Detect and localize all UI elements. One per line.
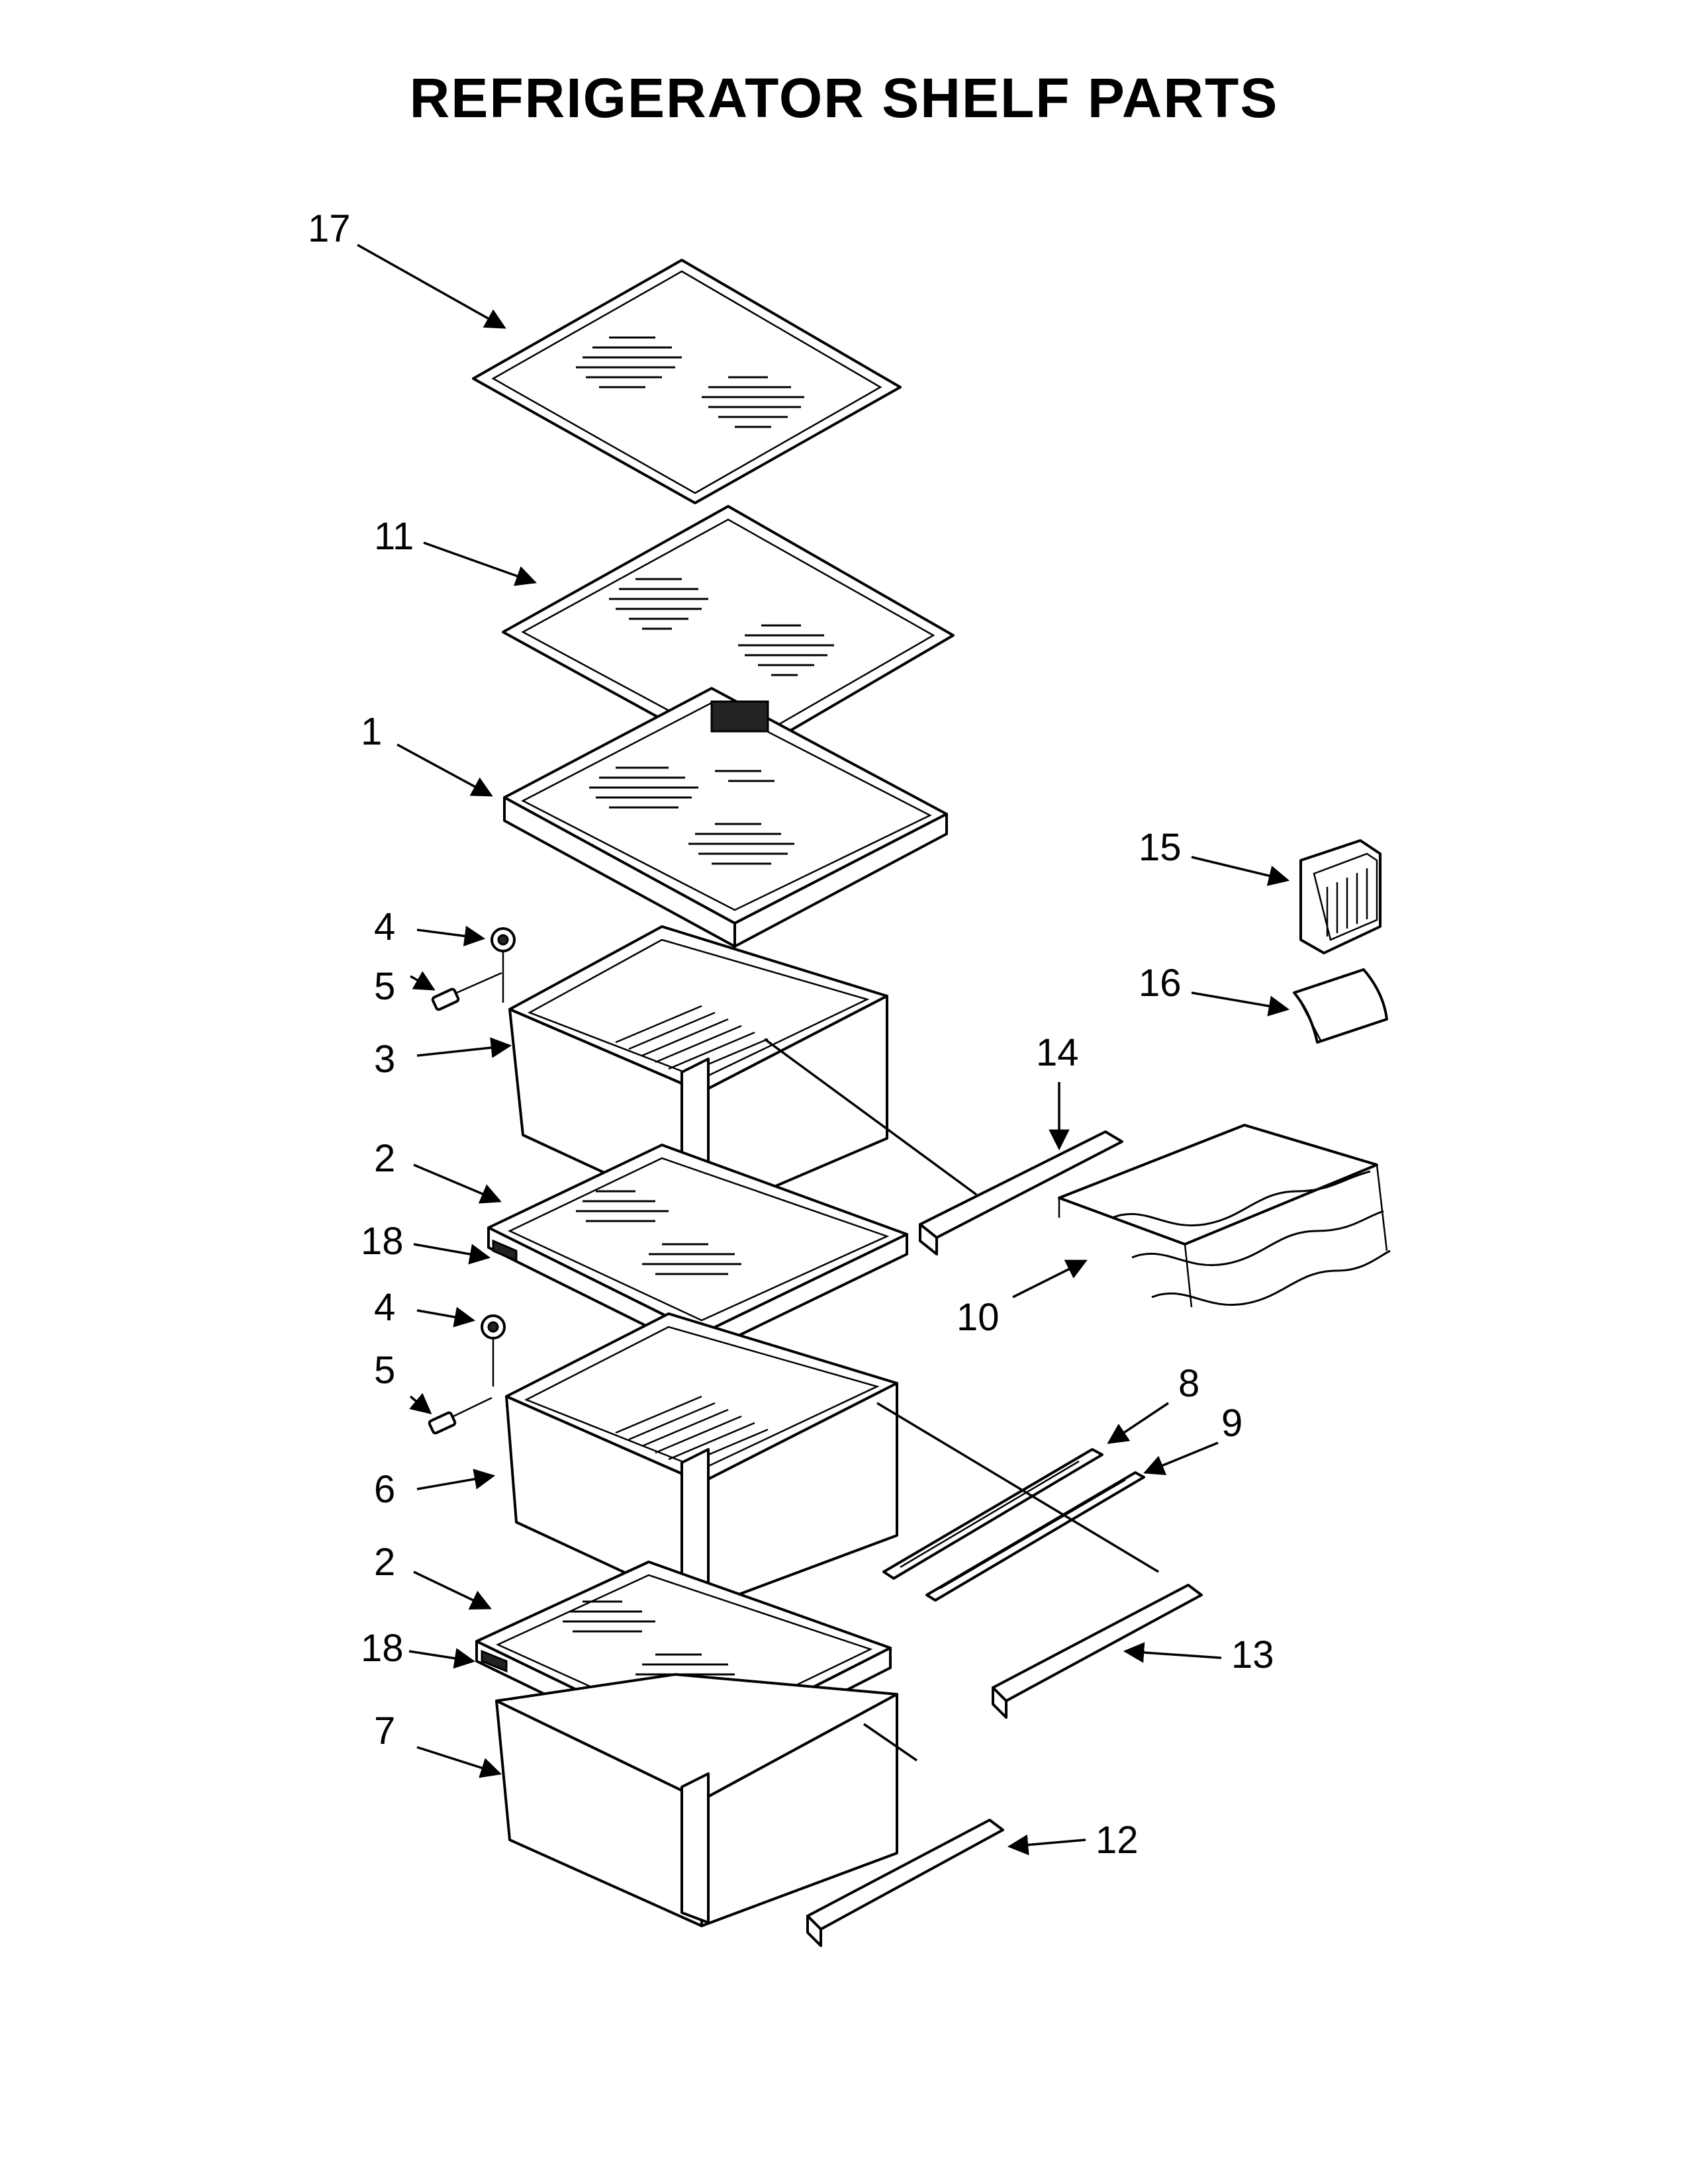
callout-9: 9: [1221, 1402, 1243, 1445]
leader-arrow-3: [416, 1037, 512, 1058]
leader-arrow-18-lower: [408, 1648, 476, 1669]
callout-2-lower: 2: [374, 1541, 395, 1584]
leader-arrow-13: [1123, 1642, 1222, 1663]
callout-5-upper: 5: [374, 965, 395, 1008]
wine-rack-10: [1058, 1124, 1391, 1308]
shelf-17: [472, 259, 902, 504]
shield-16: [1293, 968, 1388, 1044]
leader-arrow-1: [397, 743, 493, 797]
callout-1: 1: [361, 710, 382, 753]
leader-arrow-6: [416, 1469, 496, 1490]
leader-arrow-11: [423, 541, 537, 586]
leader-arrow-8: [1107, 1402, 1169, 1444]
callout-10: 10: [957, 1296, 1000, 1339]
leader-arrow-17: [357, 244, 506, 329]
trim-18-lower: [481, 1649, 508, 1673]
callout-13: 13: [1231, 1633, 1274, 1676]
callout-5-lower: 5: [374, 1349, 395, 1392]
connector-line-12: [863, 1723, 917, 1762]
connector-line-14: [763, 1038, 978, 1196]
callout-8: 8: [1178, 1362, 1199, 1405]
trim-18-upper: [492, 1239, 518, 1263]
leader-arrow-7: [416, 1746, 502, 1778]
leader-arrow-2-upper: [413, 1163, 502, 1204]
slide-9: [925, 1471, 1145, 1602]
leader-arrow-10: [1012, 1259, 1088, 1298]
callout-11: 11: [374, 515, 414, 558]
rail-12: [806, 1819, 1004, 1947]
callout-7: 7: [374, 1709, 395, 1752]
shelf-11: [502, 505, 955, 762]
callout-2-upper: 2: [374, 1137, 395, 1180]
drawer-7: [495, 1673, 898, 1927]
leader-arrow-12: [1007, 1834, 1086, 1856]
callout-3: 3: [374, 1038, 395, 1081]
leader-arrow-4-upper: [416, 925, 486, 946]
leader-arrow-4-lower: [416, 1306, 476, 1328]
callout-16: 16: [1139, 962, 1182, 1005]
drawer-6: [505, 1312, 898, 1610]
leader-arrow-2-lower: [413, 1570, 492, 1610]
roller-4-upper: [491, 927, 516, 1003]
leader-arrow-16: [1191, 991, 1290, 1017]
leader-arrow-9: [1143, 1441, 1219, 1475]
callout-14: 14: [1036, 1031, 1079, 1074]
callout-4-lower: 4: [374, 1286, 395, 1329]
connector-line-13: [876, 1402, 1159, 1573]
leader-arrow-18-upper: [413, 1243, 491, 1265]
callout-17: 17: [308, 207, 351, 250]
rail-13: [992, 1584, 1203, 1719]
screw-5-upper: [431, 972, 502, 1011]
roller-4-lower: [481, 1314, 506, 1387]
callout-18-upper: 18: [361, 1220, 404, 1263]
leader-arrow-15: [1191, 856, 1290, 886]
callout-6: 6: [374, 1468, 395, 1511]
callout-12: 12: [1096, 1819, 1139, 1862]
page-title: REFRIGERATOR SHELF PARTS: [409, 67, 1279, 129]
callout-18-lower: 18: [361, 1627, 404, 1670]
shelf-1: [503, 687, 948, 948]
housing-15: [1299, 839, 1382, 954]
screw-5-lower: [428, 1396, 492, 1435]
leader-arrow-5-lower: [409, 1392, 432, 1415]
leader-arrow-5-upper: [410, 971, 436, 991]
callout-4-upper: 4: [374, 905, 395, 948]
rail-14: [919, 1130, 1123, 1255]
callout-15: 15: [1139, 826, 1182, 869]
